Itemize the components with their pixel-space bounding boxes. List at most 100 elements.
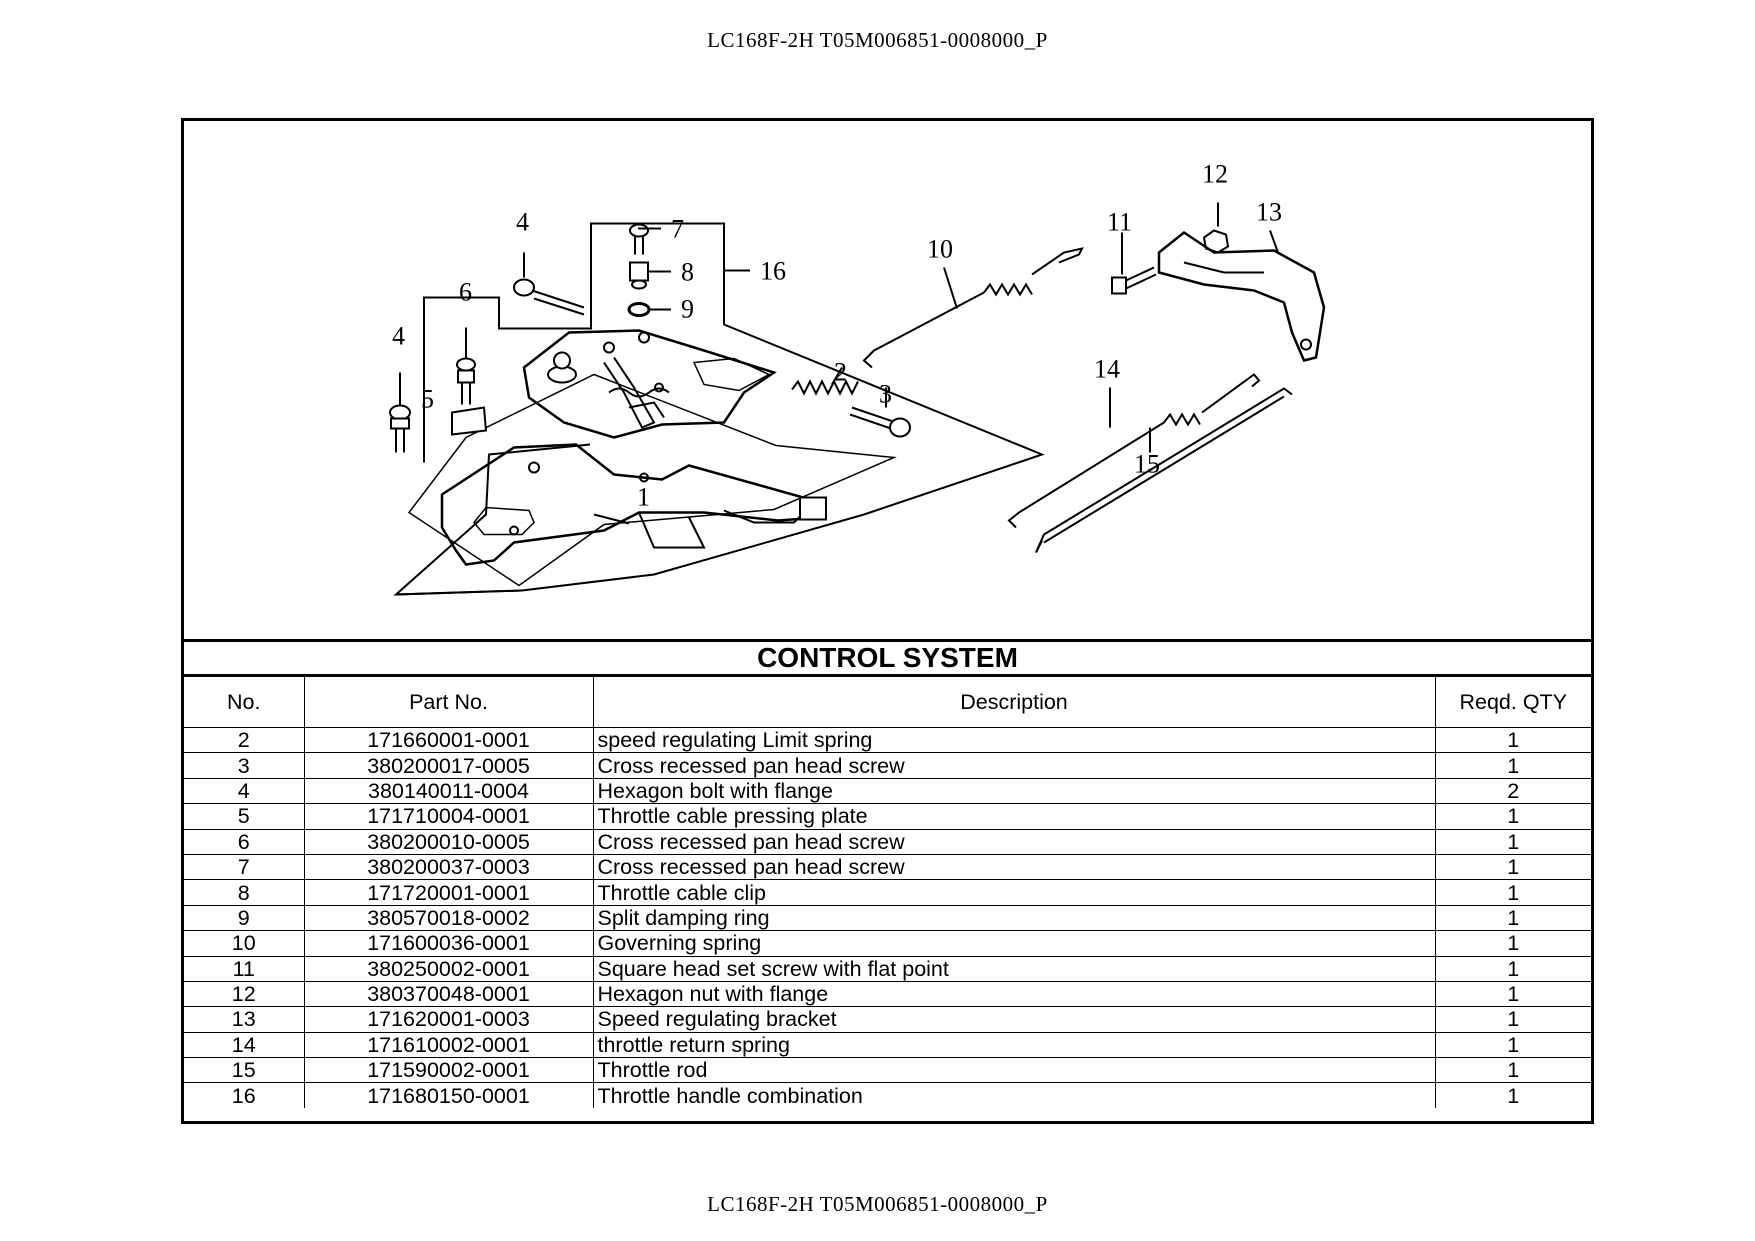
cell-part-no: 171600036-0001 bbox=[303, 930, 594, 957]
cell-part-no: 380200037-0003 bbox=[303, 853, 594, 881]
cell-part-no: 380250002-0001 bbox=[303, 955, 594, 982]
callout-2: 2 bbox=[834, 358, 847, 387]
callout-14: 14 bbox=[1094, 355, 1120, 384]
cell-no: 7 bbox=[184, 853, 305, 881]
callout-4-upper: 4 bbox=[516, 208, 529, 237]
cell-qty: 2 bbox=[1434, 777, 1591, 805]
cell-part-no: 380200017-0005 bbox=[303, 752, 594, 779]
cell-description: Throttle cable pressing plate bbox=[592, 803, 1436, 830]
cell-description: Cross recessed pan head screw bbox=[592, 828, 1436, 855]
cell-qty: 1 bbox=[1434, 1006, 1591, 1033]
cell-part-no: 171710004-0001 bbox=[303, 803, 594, 830]
cell-description: Hexagon bolt with flange bbox=[592, 777, 1436, 805]
speed-regulating-bracket-13 bbox=[1157, 230, 1326, 362]
callout-4-lower: 4 bbox=[392, 322, 405, 351]
screw-6-and-plate-5 bbox=[451, 357, 488, 436]
cell-part-no: 171660001-0001 bbox=[303, 726, 594, 754]
callout-8: 8 bbox=[681, 258, 694, 287]
cell-no: 11 bbox=[184, 955, 305, 982]
callout-5: 5 bbox=[421, 385, 434, 414]
set-screw-11 bbox=[1111, 266, 1157, 295]
exploded-view-drawing: 1 2 3 4 4 5 6 7 8 9 10 11 12 13 14 15 16 bbox=[389, 160, 1326, 596]
cell-description: Hexagon nut with flange bbox=[592, 980, 1436, 1008]
page-header: LC168F-2H T05M006851-0008000_P bbox=[707, 28, 1048, 52]
cell-part-no: 380370048-0001 bbox=[303, 980, 594, 1008]
cell-description: Governing spring bbox=[592, 930, 1436, 957]
cell-part-no: 171620001-0003 bbox=[303, 1006, 594, 1033]
cell-no: 4 bbox=[184, 777, 305, 805]
callout-3: 3 bbox=[879, 380, 892, 409]
cell-qty: 1 bbox=[1434, 828, 1591, 855]
cell-qty: 1 bbox=[1434, 752, 1591, 779]
cell-part-no: 380570018-0002 bbox=[303, 904, 594, 932]
cell-no: 13 bbox=[184, 1006, 305, 1033]
col-header-no: No. bbox=[184, 677, 305, 728]
callout-12: 12 bbox=[1202, 160, 1228, 189]
cell-qty: 1 bbox=[1434, 904, 1591, 932]
hexagon-bolt-4-lower bbox=[389, 404, 411, 453]
page-footer: LC168F-2H T05M006851-0008000_P bbox=[707, 1192, 1048, 1216]
cell-no: 3 bbox=[184, 752, 305, 779]
table-header-row: No. Part No. Description Reqd. QTY bbox=[184, 677, 1591, 728]
col-header-qty: Reqd. QTY bbox=[1434, 677, 1591, 728]
cell-part-no: 380200010-0005 bbox=[303, 828, 594, 855]
cell-description: Throttle cable clip bbox=[592, 879, 1436, 906]
callout-10: 10 bbox=[927, 235, 953, 264]
hexagon-bolt-4-upper bbox=[513, 278, 585, 316]
col-header-part-no: Part No. bbox=[303, 677, 594, 728]
cell-qty: 1 bbox=[1434, 1082, 1591, 1108]
cell-description: throttle return spring bbox=[592, 1031, 1436, 1059]
lever-plate-part bbox=[522, 329, 777, 439]
cell-description: Throttle handle combination bbox=[592, 1082, 1436, 1108]
cell-qty: 1 bbox=[1434, 930, 1591, 957]
screw-7-clip-8-ring-9 bbox=[627, 223, 651, 317]
callout-11: 11 bbox=[1107, 208, 1132, 237]
governing-spring-10 bbox=[862, 247, 1084, 369]
col-header-description: Description bbox=[592, 677, 1436, 728]
callout-13: 13 bbox=[1256, 198, 1282, 227]
cell-no: 8 bbox=[184, 879, 305, 906]
callout-1: 1 bbox=[637, 483, 650, 512]
cell-description: Speed regulating bracket bbox=[592, 1006, 1436, 1033]
callout-9: 9 bbox=[681, 295, 694, 324]
cell-no: 6 bbox=[184, 828, 305, 855]
callout-7: 7 bbox=[671, 215, 684, 244]
cell-qty: 1 bbox=[1434, 879, 1591, 906]
cell-part-no: 171720001-0001 bbox=[303, 879, 594, 906]
cell-qty: 1 bbox=[1434, 1031, 1591, 1059]
cell-part-no: 171590002-0001 bbox=[303, 1057, 594, 1084]
callout-6: 6 bbox=[459, 278, 472, 307]
limit-spring-2 bbox=[791, 379, 859, 396]
cell-no: 15 bbox=[184, 1057, 305, 1084]
throttle-return-spring-14 bbox=[1007, 373, 1261, 529]
cell-qty: 1 bbox=[1434, 1057, 1591, 1084]
base-plate-part bbox=[440, 443, 827, 566]
cell-qty: 1 bbox=[1434, 726, 1591, 754]
cell-part-no: 380140011-0004 bbox=[303, 777, 594, 805]
throttle-rod-15 bbox=[1035, 387, 1293, 553]
cell-qty: 1 bbox=[1434, 955, 1591, 982]
cell-description: Cross recessed pan head screw bbox=[592, 853, 1436, 881]
cell-description: Split damping ring bbox=[592, 904, 1436, 932]
cell-qty: 1 bbox=[1434, 853, 1591, 881]
cell-description: Square head set screw with flat point bbox=[592, 955, 1436, 982]
cell-no: 9 bbox=[184, 904, 305, 932]
cell-no: 16 bbox=[184, 1082, 305, 1108]
cell-qty: 1 bbox=[1434, 980, 1591, 1008]
parts-sheet: 1 2 3 4 4 5 6 7 8 9 10 11 12 13 14 15 16… bbox=[181, 118, 1594, 1124]
cell-description: speed regulating Limit spring bbox=[592, 726, 1436, 754]
cell-description: Cross recessed pan head screw bbox=[592, 752, 1436, 779]
